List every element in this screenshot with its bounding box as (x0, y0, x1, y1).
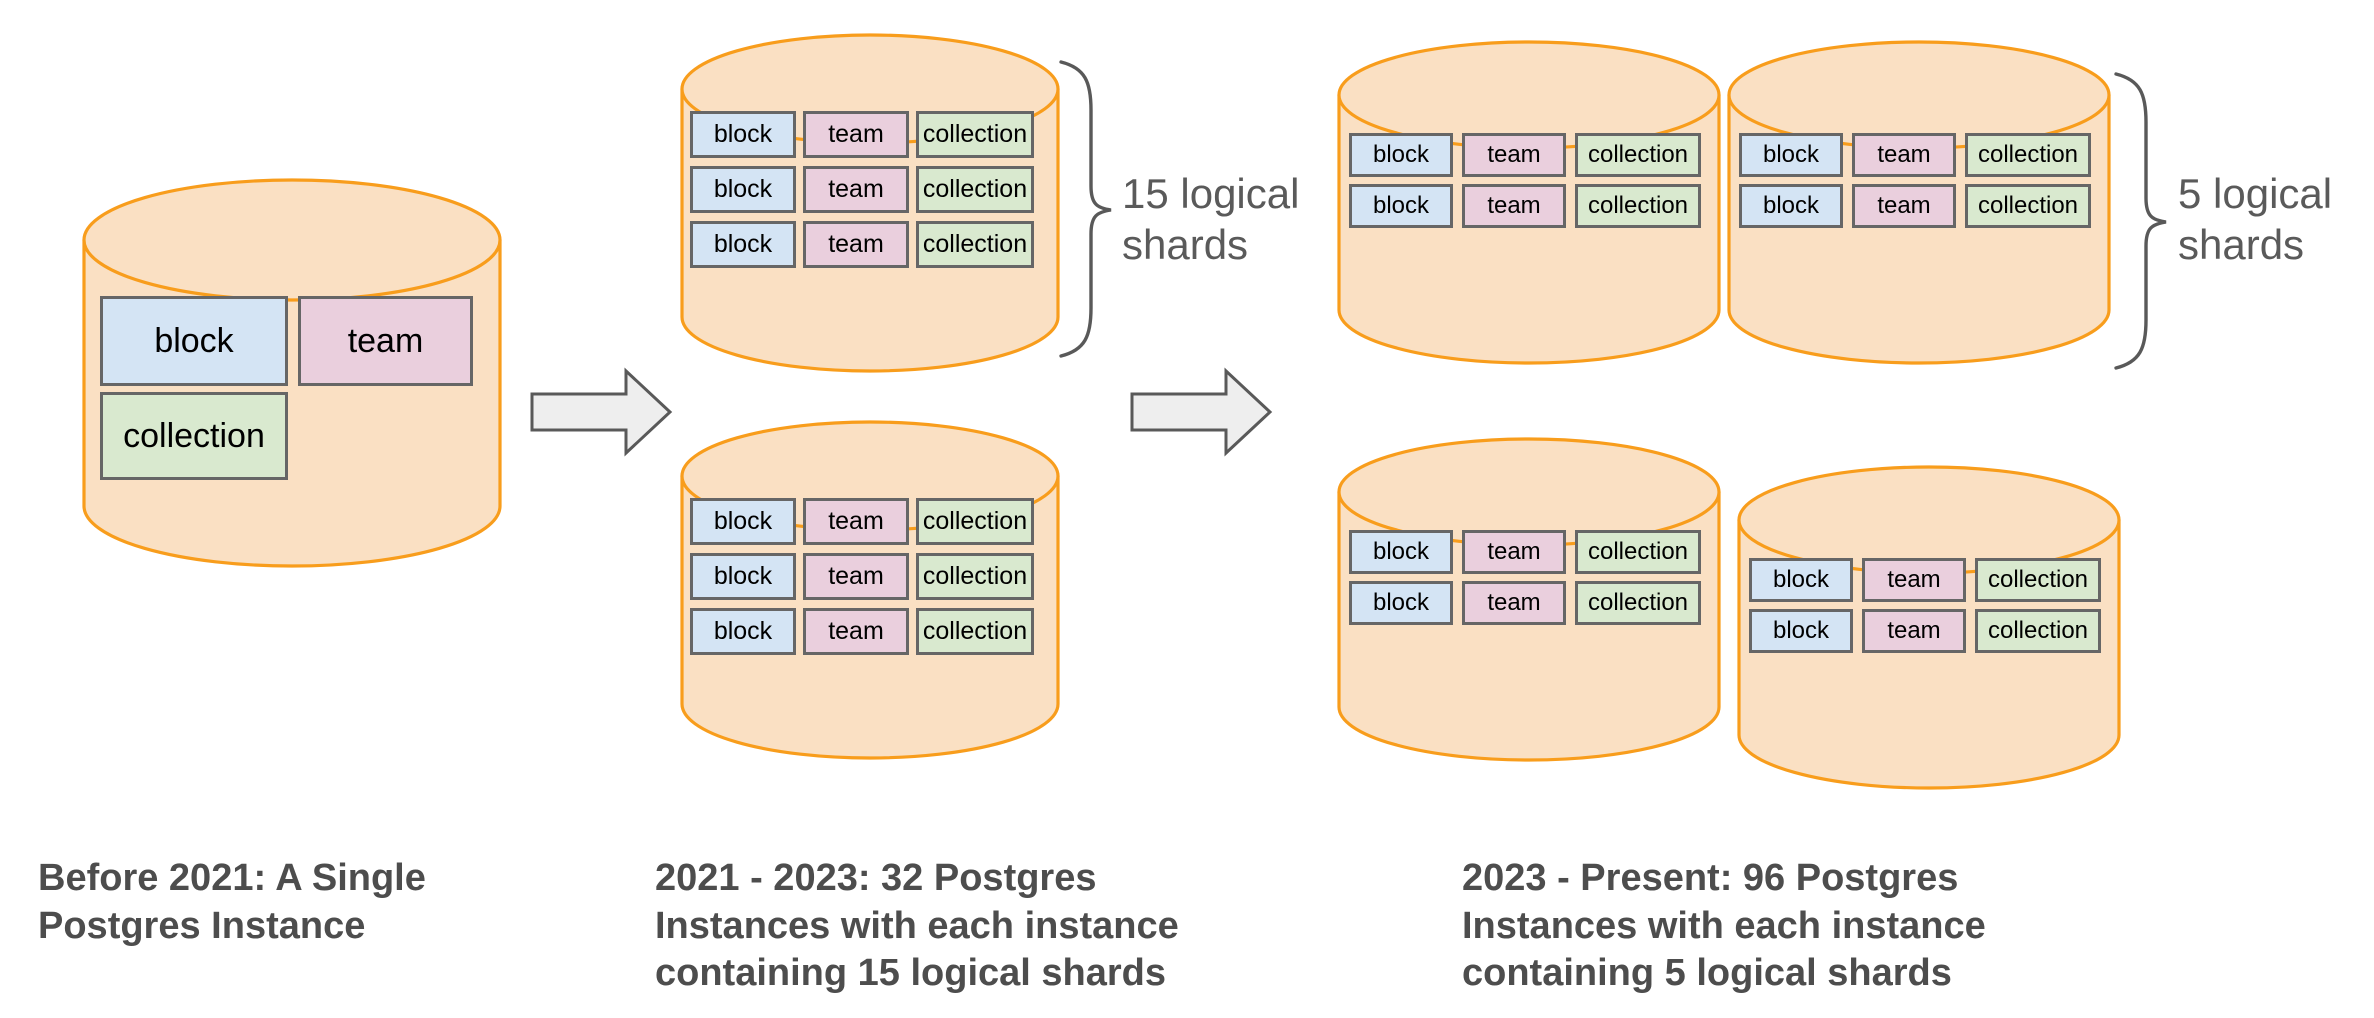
table-box-collection[interactable]: collection (1975, 609, 2101, 653)
caption-stage-1: Before 2021: A Single Postgres Instance (38, 857, 426, 947)
table-box-collection[interactable]: collection (1575, 133, 1701, 177)
caption-stage-2: 2021 - 2023: 32 Postgres Instances with … (655, 857, 1179, 994)
table-box-block[interactable]: block (1749, 609, 1853, 653)
table-box-block[interactable]: block (690, 498, 796, 545)
table-box-collection[interactable]: collection (916, 221, 1034, 268)
shard-row: block team collection (690, 608, 1034, 655)
table-box-team[interactable]: team (298, 296, 473, 386)
table-box-collection[interactable]: collection (1575, 530, 1701, 574)
table-box-team[interactable]: team (1462, 581, 1566, 625)
table-box-block[interactable]: block (690, 111, 796, 158)
table-box-collection[interactable]: collection (100, 392, 288, 480)
table-box-team[interactable]: team (803, 221, 909, 268)
table-box-collection[interactable]: collection (1965, 184, 2091, 228)
table-box-block[interactable]: block (690, 553, 796, 600)
brace-5-shards (2110, 70, 2172, 370)
brace-15-shards (1055, 58, 1117, 358)
shard-row: block team collection (690, 553, 1034, 600)
table-box-block[interactable]: block (100, 296, 288, 386)
table-box-team[interactable]: team (1852, 184, 1956, 228)
table-box-team[interactable]: team (803, 111, 909, 158)
shard-row: block team collection (1749, 609, 2101, 653)
table-box-team[interactable]: team (803, 608, 909, 655)
table-box-block[interactable]: block (1349, 530, 1453, 574)
table-box-team[interactable]: team (1852, 133, 1956, 177)
arrow-1 (530, 367, 673, 457)
table-box-collection[interactable]: collection (1975, 558, 2101, 602)
shard-row: block team collection (1349, 133, 1701, 177)
table-box-collection[interactable]: collection (916, 498, 1034, 545)
table-box-block[interactable]: block (690, 608, 796, 655)
table-box-team[interactable]: team (1862, 558, 1966, 602)
shard-grid: block team collection block team collect… (1349, 530, 1701, 625)
shard-row: block team collection (1749, 558, 2101, 602)
cylinder-3-4: block team collection block team collect… (1737, 465, 2121, 790)
shard-grid: block team collection (100, 296, 473, 480)
shard-row: block team (100, 296, 473, 386)
shard-row: block team collection (1349, 581, 1701, 625)
table-box-collection[interactable]: collection (916, 111, 1034, 158)
shard-row: block team collection (690, 221, 1034, 268)
table-box-block[interactable]: block (1349, 133, 1453, 177)
table-box-collection[interactable]: collection (916, 553, 1034, 600)
shard-grid: block team collection block team collect… (690, 498, 1034, 655)
shard-grid: block team collection block team collect… (1349, 133, 1701, 228)
table-box-team[interactable]: team (803, 166, 909, 213)
cylinder-2-2: block team collection block team collect… (680, 420, 1060, 760)
table-box-block[interactable]: block (1739, 133, 1843, 177)
table-box-team[interactable]: team (1862, 609, 1966, 653)
cylinder-3-1: block team collection block team collect… (1337, 40, 1721, 365)
curly-brace-icon (1059, 60, 1112, 358)
table-box-collection[interactable]: collection (916, 166, 1034, 213)
shard-row: block team collection (1349, 530, 1701, 574)
shard-row: collection (100, 392, 473, 480)
cylinder-2-1: block team collection block team collect… (680, 33, 1060, 373)
table-box-collection[interactable]: collection (1965, 133, 2091, 177)
cylinder-3-2: block team collection block team collect… (1727, 40, 2111, 365)
table-box-collection[interactable]: collection (1575, 184, 1701, 228)
table-box-team[interactable]: team (1462, 184, 1566, 228)
shard-grid: block team collection block team collect… (690, 111, 1034, 268)
cylinder-3-3: block team collection block team collect… (1337, 437, 1721, 762)
table-box-block[interactable]: block (1349, 581, 1453, 625)
shard-grid: block team collection block team collect… (1749, 558, 2101, 653)
curly-brace-icon (2114, 72, 2167, 370)
shard-grid: block team collection block team collect… (1739, 133, 2091, 228)
shard-row: block team collection (690, 111, 1034, 158)
shard-row: block team collection (690, 166, 1034, 213)
right-arrow-icon (530, 367, 673, 457)
caption-stage-3: 2023 - Present: 96 Postgres Instances wi… (1462, 857, 1986, 994)
table-box-collection[interactable]: collection (916, 608, 1034, 655)
shard-row: block team collection (1739, 184, 2091, 228)
table-box-block[interactable]: block (690, 221, 796, 268)
cylinder-1-1: block team collection (82, 178, 502, 568)
table-box-block[interactable]: block (690, 166, 796, 213)
table-box-collection[interactable]: collection (1575, 581, 1701, 625)
table-box-block[interactable]: block (1349, 184, 1453, 228)
table-box-block[interactable]: block (1739, 184, 1843, 228)
table-box-team[interactable]: team (803, 498, 909, 545)
shard-row: block team collection (690, 498, 1034, 545)
table-box-team[interactable]: team (1462, 530, 1566, 574)
right-arrow-icon (1130, 367, 1273, 457)
arrow-2 (1130, 367, 1273, 457)
shard-row: block team collection (1739, 133, 2091, 177)
shard-count-label-15: 15 logical shards (1122, 170, 1300, 269)
shard-count-label-5: 5 logical shards (2178, 170, 2333, 269)
table-box-team[interactable]: team (1462, 133, 1566, 177)
table-box-block[interactable]: block (1749, 558, 1853, 602)
shard-row: block team collection (1349, 184, 1701, 228)
table-box-team[interactable]: team (803, 553, 909, 600)
